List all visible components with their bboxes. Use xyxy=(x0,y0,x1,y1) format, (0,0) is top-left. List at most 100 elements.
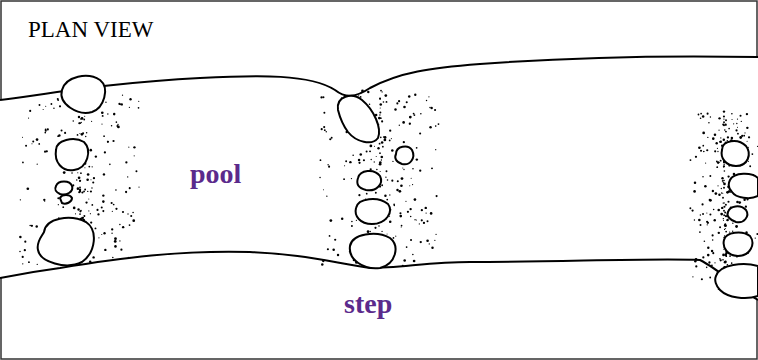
stipple-dot xyxy=(358,95,359,96)
stipple-dot xyxy=(79,210,81,212)
stipple-dot xyxy=(361,92,362,93)
stipple-dot xyxy=(369,103,371,105)
stipple-dot xyxy=(79,133,80,134)
stipple-dot xyxy=(376,156,377,157)
stipple-dot xyxy=(332,248,335,251)
stipple-dot xyxy=(723,202,725,204)
stipple-dot xyxy=(331,137,333,139)
stipple-dot xyxy=(430,107,432,109)
stipple-dot xyxy=(383,136,384,137)
stipple-dot xyxy=(720,137,721,138)
stipple-dot xyxy=(93,177,95,179)
stipple-dot xyxy=(369,145,372,148)
stipple-dot xyxy=(711,264,713,266)
stipple-dot xyxy=(112,211,113,212)
stipple-dot xyxy=(706,267,708,269)
stipple-dot xyxy=(712,234,714,236)
stipple-dot xyxy=(715,142,717,144)
stipple-dot xyxy=(91,166,92,167)
stipple-dot xyxy=(691,209,693,211)
stipple-dot xyxy=(82,132,84,134)
stipple-dot xyxy=(709,277,711,279)
stipple-dot xyxy=(412,184,413,185)
stipple-dot xyxy=(699,231,701,233)
stipple-dot xyxy=(379,98,381,100)
stipple-dot xyxy=(690,159,692,161)
stipple-dot xyxy=(707,137,708,138)
stipple-dot xyxy=(127,176,128,177)
stipple-dot xyxy=(117,124,118,125)
stipple-dot xyxy=(88,199,89,200)
stipple-dot xyxy=(128,147,129,148)
stipple-dot xyxy=(703,151,705,153)
stipple-dot xyxy=(381,231,382,232)
stipple-dot xyxy=(138,101,139,102)
stipple-dot xyxy=(420,241,422,243)
stipple-dot xyxy=(723,220,724,221)
stipple-dot xyxy=(28,261,30,263)
stipple-dot xyxy=(323,112,325,114)
stipple-dot xyxy=(695,265,697,267)
stipple-dot xyxy=(723,138,725,140)
stipple-dot xyxy=(401,177,404,180)
stipple-dot xyxy=(429,126,431,128)
stipple-dot xyxy=(702,256,704,258)
stipple-dot xyxy=(727,175,729,177)
stipple-dot xyxy=(747,141,748,142)
stipple-dot xyxy=(722,124,724,126)
stipple-dot xyxy=(114,237,117,240)
stipple-dot xyxy=(138,107,140,109)
stipple-dot xyxy=(127,213,128,214)
stipple-dot xyxy=(729,231,730,232)
stipple-dot xyxy=(725,204,727,206)
stipple-dot xyxy=(75,213,76,214)
stipple-dot xyxy=(44,151,46,153)
stipple-dot xyxy=(731,113,733,115)
stipple-dot xyxy=(425,212,426,213)
stipple-dot xyxy=(414,219,415,220)
stipple-dot xyxy=(114,240,117,243)
stipple-dot xyxy=(732,223,733,224)
stipple-dot xyxy=(125,161,127,163)
boulder xyxy=(55,182,72,195)
stipple-dot xyxy=(430,212,433,215)
stipple-dot xyxy=(326,195,327,196)
stipple-dot xyxy=(84,167,85,168)
stipple-dot xyxy=(129,98,131,100)
stipple-dot xyxy=(19,236,22,239)
stipple-dot xyxy=(363,159,365,161)
stipple-dot xyxy=(431,247,433,249)
stipple-dot xyxy=(79,122,81,124)
stipple-dot xyxy=(96,209,98,211)
stipple-dot xyxy=(80,118,82,120)
stipple-dot xyxy=(382,146,384,148)
stipple-dot xyxy=(695,258,698,261)
stipple-dot xyxy=(36,138,39,141)
step-label: step xyxy=(344,290,392,318)
stipple-dot xyxy=(133,146,135,148)
stipple-dot xyxy=(384,194,386,196)
stipple-dot xyxy=(693,190,696,193)
stipple-dot xyxy=(398,100,400,102)
stipple-dot xyxy=(399,125,400,126)
stipple-dot xyxy=(718,130,719,131)
stipple-dot xyxy=(367,91,369,93)
stipple-dot xyxy=(92,181,94,183)
stipple-dot xyxy=(28,118,29,119)
stipple-dot xyxy=(438,123,440,125)
stipple-dot xyxy=(122,226,124,228)
stipple-dot xyxy=(87,173,90,176)
stipple-dot xyxy=(344,165,345,166)
stipple-dot xyxy=(755,237,756,238)
stipple-dot xyxy=(98,237,99,238)
stipple-dot xyxy=(409,185,410,186)
stipple-dot xyxy=(743,135,745,137)
stipple-dot xyxy=(79,213,81,215)
stipple-dot xyxy=(29,110,31,112)
stipple-dot xyxy=(720,160,722,162)
stipple-dot xyxy=(101,111,104,114)
stipple-dot xyxy=(37,164,38,165)
stipple-dot xyxy=(57,98,59,100)
stipple-dot xyxy=(387,234,388,235)
